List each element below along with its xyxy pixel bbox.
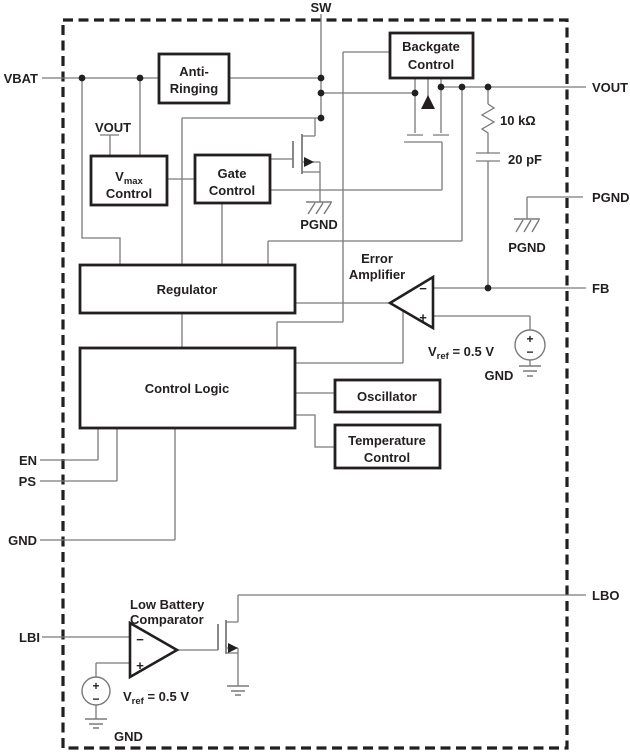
gnd-label-lbi: GND bbox=[114, 729, 143, 744]
wire-tempcontrol-link bbox=[295, 414, 335, 448]
junction-dots bbox=[78, 74, 492, 292]
comparator-plus-input: + bbox=[136, 658, 144, 673]
switch-nmos-body-arrow-icon bbox=[304, 157, 314, 167]
wire-pmos-gate-drive bbox=[270, 141, 443, 191]
vout-sense-label: VOUT bbox=[95, 120, 131, 135]
wire-en bbox=[40, 428, 99, 461]
regulator-block: Regulator bbox=[78, 263, 297, 315]
gnd-earth-symbol-lbi-vref bbox=[85, 718, 107, 729]
error-amplifier-plus-input: + bbox=[419, 310, 427, 325]
error-amplifier-minus-input: − bbox=[419, 281, 427, 296]
wire-lbo-nmos-leads bbox=[226, 595, 239, 686]
error-amplifier-label: Error bbox=[361, 251, 393, 266]
wire-pgnd-inner bbox=[526, 196, 583, 219]
gnd-earth-symbol-erroramp-vref bbox=[519, 365, 541, 377]
gnd-earth-symbol-lbo-nmos bbox=[227, 685, 249, 696]
pgnd-ground-symbol-switch bbox=[306, 201, 332, 215]
svg-text:Ringing: Ringing bbox=[170, 81, 218, 96]
wire-lbi-vref bbox=[95, 662, 130, 719]
backgate-control-label: Backgate bbox=[402, 39, 460, 54]
vref-lbi-value-label: Vref = 0.5 V bbox=[123, 689, 189, 707]
vref-source-plus: + bbox=[526, 332, 533, 346]
pin-pgnd: PGND bbox=[592, 190, 630, 205]
wire-erroramp-output bbox=[295, 302, 404, 364]
oscillator-label: Oscillator bbox=[357, 389, 417, 404]
svg-text:Control: Control bbox=[106, 186, 152, 201]
pin-en: EN bbox=[19, 453, 37, 468]
pin-fb: FB bbox=[592, 281, 609, 296]
error-amplifier: Error Amplifier − + bbox=[349, 251, 435, 331]
pin-vout: VOUT bbox=[592, 80, 628, 95]
vref-source-lbi: + − Vref = 0.5 V GND bbox=[81, 676, 189, 744]
vref-source-erroramp: + − Vref = 0.5 V GND bbox=[428, 329, 546, 383]
low-battery-comparator-label: Low Battery bbox=[130, 597, 205, 612]
feedback-capacitor-value: 20 pF bbox=[508, 152, 542, 167]
wire-ps bbox=[40, 428, 118, 482]
error-amplifier-triangle bbox=[387, 274, 435, 331]
vref-lbi-plus: + bbox=[92, 679, 99, 693]
anti-ringing-label: Anti- bbox=[179, 64, 209, 79]
ic-boundary-dashed-border bbox=[61, 18, 569, 750]
svg-text:Control: Control bbox=[364, 450, 410, 465]
low-battery-comparator-triangle bbox=[128, 620, 180, 680]
pgnd-ground-symbol-inner bbox=[514, 218, 540, 233]
pin-lbi: LBI bbox=[19, 630, 40, 645]
pgnd-label-switch: PGND bbox=[300, 217, 338, 232]
svg-text:Control: Control bbox=[408, 57, 454, 72]
temperature-control-label: Temperature bbox=[348, 433, 426, 448]
regulator-label: Regulator bbox=[157, 282, 218, 297]
gate-control-label: Gate bbox=[218, 166, 247, 181]
wire-erroramp-plus-input bbox=[433, 315, 531, 366]
temperature-control-block: Temperature Control bbox=[333, 423, 442, 470]
low-battery-comparator: Low Battery Comparator − + bbox=[128, 597, 205, 680]
control-logic-label: Control Logic bbox=[145, 381, 230, 396]
pin-lbo: LBO bbox=[592, 588, 619, 603]
wire-backgate-sense bbox=[276, 51, 390, 348]
backgate-control-block: Backgate Control bbox=[388, 31, 475, 80]
anti-ringing-block: Anti- Ringing bbox=[157, 52, 231, 105]
lbo-nmos-body-arrow-icon bbox=[228, 643, 238, 653]
svg-text:Comparator: Comparator bbox=[130, 612, 204, 627]
pgnd-label-inner: PGND bbox=[508, 240, 546, 255]
comparator-minus-input: − bbox=[136, 632, 144, 647]
svg-text:Amplifier: Amplifier bbox=[349, 267, 405, 282]
feedback-capacitor-symbol bbox=[476, 152, 500, 288]
oscillator-block: Oscillator bbox=[333, 378, 442, 414]
control-logic-block: Control Logic bbox=[78, 346, 297, 430]
wire-vout-sense-label-lead bbox=[100, 134, 119, 156]
wire-pmos-legs bbox=[407, 78, 449, 136]
vref-source-minus: − bbox=[526, 345, 533, 359]
wire-gnd-pin bbox=[40, 428, 176, 541]
wire-vout-net bbox=[267, 86, 586, 265]
svg-text:Control: Control bbox=[209, 183, 255, 198]
feedback-resistor-value: 10 kΩ bbox=[500, 113, 536, 128]
pin-vbat: VBAT bbox=[4, 71, 38, 86]
vref-value-label: Vref = 0.5 V bbox=[428, 344, 494, 362]
pin-gnd: GND bbox=[8, 533, 37, 548]
gnd-label-erroramp: GND bbox=[485, 368, 514, 383]
feedback-resistor-symbol bbox=[480, 103, 496, 153]
gate-control-block: Gate Control bbox=[193, 153, 272, 205]
wire-sw-net bbox=[181, 14, 415, 265]
vmax-control-label: Vmax bbox=[115, 169, 143, 187]
pmos-body-arrow-icon bbox=[421, 95, 435, 109]
pin-ps: PS bbox=[19, 474, 37, 489]
pin-sw: SW bbox=[311, 0, 333, 15]
vref-lbi-minus: − bbox=[92, 692, 99, 706]
vmax-control-block: Vmax Control bbox=[89, 154, 169, 207]
